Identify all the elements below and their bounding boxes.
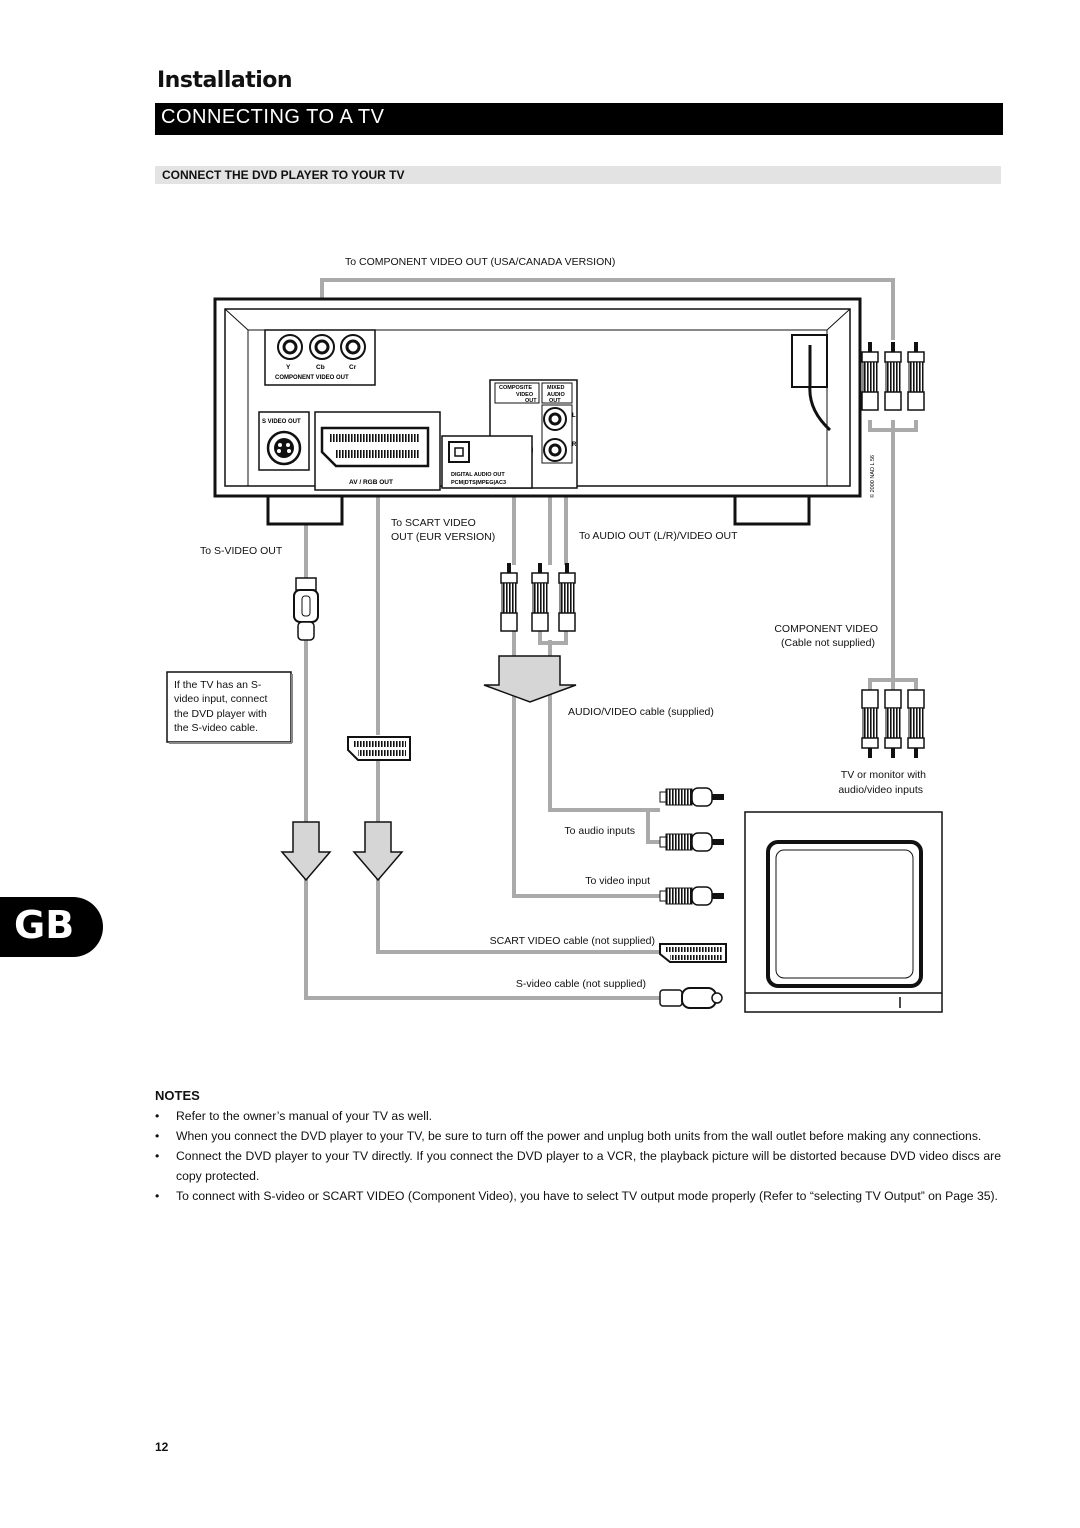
section-title: Installation [157,68,293,93]
note-text: Connect the DVD player to your TV direct… [176,1149,1001,1183]
scart-plug [347,736,411,761]
panel-composite-label-3: OUT [525,398,537,404]
dvd-player-rear-panel: Y Cb Cr COMPONENT VIDEO OUT COMPOSITE VI… [213,297,876,526]
label-svideo-cable: S-video cable (not supplied) [516,978,646,990]
label-component-video: COMPONENT VIDEO [774,623,878,635]
direction-arrows [281,655,577,881]
tv-monitor [744,811,943,1013]
note-text: When you connect the DVD player to your … [176,1129,982,1143]
panel-component-video-out-label: COMPONENT VIDEO OUT [275,375,349,381]
language-tab-label: GB [14,903,75,947]
list-item: • Refer to the owner’s manual of your TV … [155,1106,1001,1126]
page-number: 12 [155,1440,169,1454]
component-plugs-bottom [861,689,925,759]
note-text: Refer to the owner’s manual of your TV a… [176,1109,433,1123]
list-item: • To connect with S-video or SCART VIDEO … [155,1186,1001,1206]
tip-line-1: If the TV has an S- [174,679,262,691]
panel-l-label: L [572,413,576,419]
panel-mixed-label-1: MIXED [547,385,564,391]
label-audio-out: To AUDIO OUT (L/R)/VIDEO OUT [579,530,738,542]
panel-composite-label-1: COMPOSITE [499,385,532,391]
panel-formats-label: PCM|DTS|MPEG|AC3 [451,480,506,486]
notes-list: • Refer to the owner’s manual of your TV … [155,1106,1001,1206]
notes-heading: NOTES [155,1088,200,1103]
label-scart-2: OUT (EUR VERSION) [391,531,495,543]
label-video-input: To video input [585,875,650,887]
label-audio-inputs: To audio inputs [564,825,635,837]
label-tv-2: audio/video inputs [838,784,923,796]
copyright-label: © 2000 NAD L 56 [869,455,876,498]
av-plugs [500,562,576,632]
label-scart-1: To SCART VIDEO [391,517,476,529]
panel-av-rgb-out-label: AV / RGB OUT [349,479,393,486]
bullet: • [155,1149,160,1163]
tip-line-2: video input, connect [174,693,267,705]
note-text: To connect with S-video or SCART VIDEO (… [176,1189,998,1203]
label-cable-not-supplied: (Cable not supplied) [781,637,875,649]
tip-line-4: the S-video cable. [174,722,258,734]
panel-y-label: Y [286,364,291,371]
label-s-video-out: To S-VIDEO OUT [200,545,283,557]
panel-mixed-label-3: OUT [549,398,561,404]
subheading: CONNECT THE DVD PLAYER TO YOUR TV [162,168,405,182]
panel-cr-label: Cr [349,364,357,371]
bullet: • [155,1189,160,1203]
panel-mixed-label-2: AUDIO [547,392,565,398]
s-video-plug [293,577,319,641]
language-tab: GB [0,897,103,957]
tip-line-3: the DVD player with [174,708,267,720]
panel-digital-audio-out-label: DIGITAL AUDIO OUT [451,472,505,478]
label-tv-1: TV or monitor with [841,769,926,781]
page-title-bar: CONNECTING TO A TV [155,103,1003,135]
list-item: • When you connect the DVD player to your… [155,1126,1001,1146]
panel-cb-label: Cb [316,364,325,371]
tv-input-plugs [659,787,727,1009]
tip-box [166,671,292,743]
panel-composite-label-2: VIDEO [516,392,534,398]
bullet: • [155,1129,160,1143]
list-item: • Connect the DVD player to your TV direc… [155,1146,1001,1186]
component-plugs-top [861,341,925,411]
subheading-bar: CONNECT THE DVD PLAYER TO YOUR TV [155,166,1001,184]
panel-s-video-out-label: S VIDEO OUT [262,419,301,425]
panel-r-label: R [572,442,577,448]
label-av-cable: AUDIO/VIDEO cable (supplied) [568,706,714,718]
label-component-top: To COMPONENT VIDEO OUT (USA/CANADA VERSI… [345,256,615,268]
label-scart-cable: SCART VIDEO cable (not supplied) [490,935,655,947]
page-title: CONNECTING TO A TV [161,106,385,128]
bullet: • [155,1109,160,1123]
